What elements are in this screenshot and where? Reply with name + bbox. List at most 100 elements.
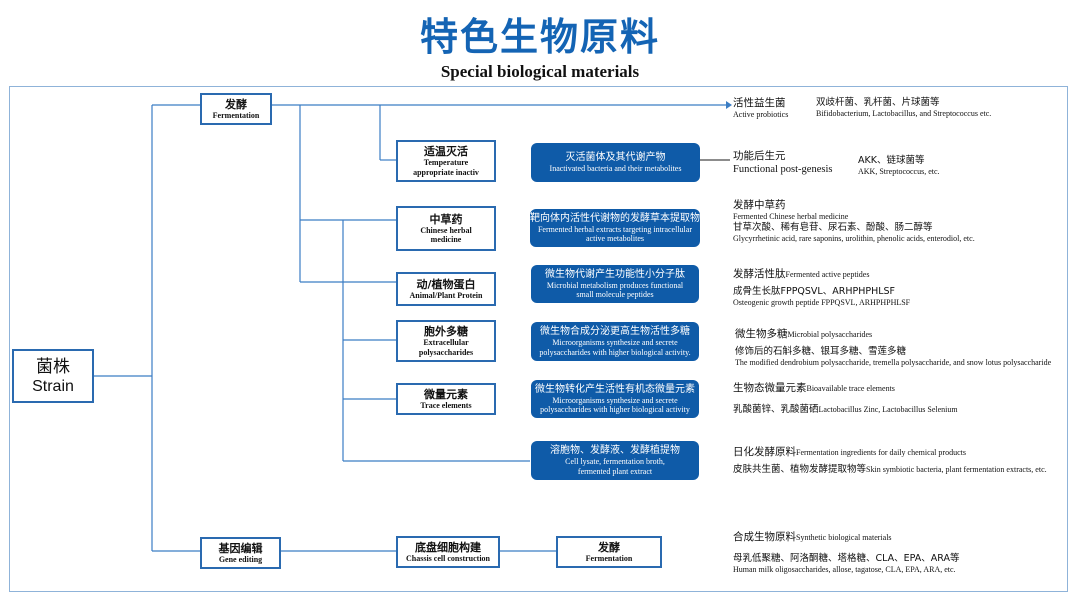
output-peptide: 发酵活性肽Fermented active peptides 成骨生长肽FPPQ… (733, 268, 1063, 308)
process-trace: 微生物转化产生活性有机态微量元素 Microorganisms synthesi… (531, 380, 699, 418)
output-probiotics-title-en: Active probiotics (733, 110, 789, 119)
output-probiotics-title-cn: 活性益生菌 (733, 97, 786, 109)
temperature-inactivation-box: 适温灭活 Temperature appropriate inactiv (396, 140, 496, 182)
process-polysaccharide-en-1: Microorganisms synthesize and secrete (552, 338, 678, 347)
output-herb-title-en: Fermented Chinese herbal medicine (733, 212, 849, 221)
protein-box: 动/植物蛋白 Animal/Plant Protein (396, 272, 496, 306)
temperature-label-cn: 适温灭活 (424, 145, 468, 158)
output-poly-title-en: Microbial polysaccharides (787, 330, 873, 339)
strain-label-en: Strain (32, 377, 74, 395)
gene-fermentation-box: 发酵 Fermentation (556, 536, 662, 568)
output-trace-detail-cn: 乳酸菌锌、乳酸菌硒 (733, 404, 819, 415)
process-trace-cn: 微生物转化产生活性有机态微量元素 (535, 383, 695, 395)
output-poly-detail-en: The modified dendrobium polysaccharide, … (735, 358, 1052, 367)
process-herbal-en-2: active metabolites (586, 234, 644, 243)
process-lysate-cn: 溶胞物、发酵液、发酵植提物 (550, 445, 680, 456)
protein-label-en: Animal/Plant Protein (409, 290, 483, 300)
output-daily-title-cn: 日化发酵原料 (733, 446, 796, 458)
gene-fermentation-label-en: Fermentation (585, 553, 633, 563)
output-synth-title-en: Synthetic biological materials (796, 533, 892, 542)
output-postbiotic-title-cn: 功能后生元 (733, 150, 786, 162)
output-herb: 发酵中草药 Fermented Chinese herbal medicine … (733, 199, 1063, 244)
process-polysaccharide-en-2: polysaccharides with higher biological a… (539, 347, 691, 357)
process-inactivated-cn: 灭活菌体及其代谢产物 (565, 151, 666, 163)
output-daily-title: 日化发酵原料Fermentation ingredients for daily… (733, 446, 1053, 459)
output-peptide-title-en: Fermented active peptides (785, 270, 870, 279)
output-synth-detail-en: Human milk oligosaccharides, allose, tag… (733, 565, 956, 574)
process-polysaccharide-cn: 微生物合成分泌更高生物活性多糖 (540, 326, 690, 337)
gene-editing-label-en: Gene editing (218, 554, 263, 564)
output-probiotics-detail-cn: 双歧杆菌、乳杆菌、片球菌等 (816, 97, 940, 108)
herbal-label-en-2: medicine (430, 235, 462, 244)
output-synth-detail-cn: 母乳低聚糖、阿洛酮糖、塔格糖、CLA、EPA、ARA等 (733, 553, 960, 564)
output-postbiotic-detail-en: AKK, Streptococcus, etc. (858, 167, 940, 176)
protein-label-cn: 动/植物蛋白 (416, 277, 476, 291)
output-postbiotic-detail: AKK、链球菌等 AKK, Streptococcus, etc. (858, 155, 1058, 177)
process-polysaccharide: 微生物合成分泌更高生物活性多糖 Microorganisms synthesiz… (531, 322, 699, 361)
chassis-label-cn: 底盘细胞构建 (415, 540, 481, 554)
output-herb-detail-cn: 甘草次酸、稀有皂苷、尿石素、酚酸、肠二醇等 (733, 222, 933, 233)
output-daily-detail-cn: 皮肤共生菌、植物发酵提取物等 (733, 464, 867, 475)
polysaccharides-label-en-2: polysaccharides (418, 347, 474, 357)
diagram-frame (9, 86, 1068, 592)
polysaccharides-box: 胞外多糖 Extracellular polysaccharides (396, 320, 496, 362)
chassis-cell-box: 底盘细胞构建 Chassis cell construction (396, 536, 500, 568)
fermentation-label-cn: 发酵 (225, 97, 247, 111)
gene-fermentation-label-cn: 发酵 (598, 540, 620, 554)
output-peptide-detail-cn: 成骨生长肽FPPQSVL、ARHPHPHLSF (733, 286, 895, 297)
output-probiotics: 活性益生菌 Active probiotics (733, 97, 913, 120)
strain-label-cn: 菌株 (36, 356, 70, 377)
output-poly-detail-cn: 修饰后的石斛多糖、银耳多糖、雪莲多糖 (735, 346, 907, 357)
output-trace: 生物态微量元素Bioavailable trace elements 乳酸菌锌、… (733, 382, 1063, 416)
output-probiotics-detail-en: Bifidobacterium, Lactobacillus, and Stre… (816, 109, 992, 118)
strain-box: 菌株 Strain (12, 349, 94, 403)
process-inactivated-en: Inactivated bacteria and their metabolit… (549, 163, 682, 173)
output-trace-detail-en: Lactobacillus Zinc, Lactobacillus Seleni… (818, 405, 958, 414)
output-poly: 微生物多糖Microbial polysaccharides 修饰后的石斛多糖、… (735, 328, 1055, 368)
output-peptide-title-cn: 发酵活性肽 (733, 268, 786, 280)
page-subtitle: Special biological materials (440, 62, 640, 81)
polysaccharides-label-cn: 胞外多糖 (424, 325, 468, 338)
output-trace-detail: 乳酸菌锌、乳酸菌硒Lactobacillus Zinc, Lactobacill… (733, 404, 1063, 416)
process-lysate-en-1: Cell lysate, fermentation broth, (565, 457, 665, 466)
output-daily-detail: 皮肤共生菌、植物发酵提取物等Skin symbiotic bacteria, p… (733, 464, 1053, 476)
output-synth: 合成生物原料Synthetic biological materials 母乳低… (733, 531, 1003, 575)
output-synth-title-cn: 合成生物原料 (733, 531, 796, 543)
process-trace-en-1: Microorganisms synthesize and secrete (552, 395, 678, 405)
temperature-label-en-1: Temperature (423, 158, 469, 167)
output-postbiotic-title-en: Functional post-genesis (733, 164, 833, 175)
process-trace-en-2: polysaccharides with higher biological a… (540, 405, 690, 414)
trace-label-en: Trace elements (420, 400, 472, 410)
temperature-label-en-2: appropriate inactiv (413, 167, 479, 177)
process-lysate: 溶胞物、发酵液、发酵植提物 Cell lysate, fermentation … (531, 441, 699, 480)
output-trace-title-cn: 生物态微量元素 (733, 382, 807, 394)
fermentation-label-en: Fermentation (212, 110, 260, 120)
gene-editing-box: 基因编辑 Gene editing (200, 537, 281, 569)
process-peptide-en-1: Microbial metabolism produces functional (546, 280, 684, 290)
output-postbiotic: 功能后生元 Functional post-genesis (733, 150, 863, 176)
herbal-label-cn: 中草药 (429, 212, 463, 226)
output-trace-title: 生物态微量元素Bioavailable trace elements (733, 382, 1063, 395)
process-peptide-en-2: small molecule peptides (576, 290, 654, 299)
output-synth-title: 合成生物原料Synthetic biological materials (733, 531, 1003, 544)
process-herbal-cn: 靶向体内活性代谢物的发酵草本提取物 (530, 212, 700, 224)
trace-elements-box: 微量元素 Trace elements (396, 383, 496, 415)
process-herbal-en-1: Fermented herbal extracts targeting intr… (537, 224, 692, 234)
output-peptide-title: 发酵活性肽Fermented active peptides (733, 268, 1063, 281)
gene-editing-label-cn: 基因编辑 (218, 541, 263, 555)
process-peptide-cn: 微生物代谢产生功能性小分子肽 (545, 268, 685, 280)
chinese-herbal-box: 中草药 Chinese herbal medicine (396, 206, 496, 251)
polysaccharides-label-en-1: Extracellular (423, 338, 469, 347)
output-herb-detail-en: Glycyrrhetinic acid, rare saponins, urol… (733, 234, 975, 243)
process-inactivated: 灭活菌体及其代谢产物 Inactivated bacteria and thei… (531, 143, 700, 182)
trace-label-cn: 微量元素 (424, 387, 468, 401)
process-lysate-en-2: fermented plant extract (577, 466, 653, 476)
output-poly-title-cn: 微生物多糖 (735, 328, 788, 340)
chassis-label-en: Chassis cell construction (406, 553, 490, 563)
output-peptide-detail-en: Osteogenic growth peptide FPPQSVL, ARHPH… (733, 298, 911, 307)
page-title: 特色生物原料 (419, 15, 660, 59)
output-poly-title: 微生物多糖Microbial polysaccharides (735, 328, 1055, 341)
output-probiotics-detail: 双歧杆菌、乳杆菌、片球菌等 Bifidobacterium, Lactobaci… (816, 97, 1066, 119)
output-daily-detail-en: Skin symbiotic bacteria, plant fermentat… (866, 465, 1047, 474)
